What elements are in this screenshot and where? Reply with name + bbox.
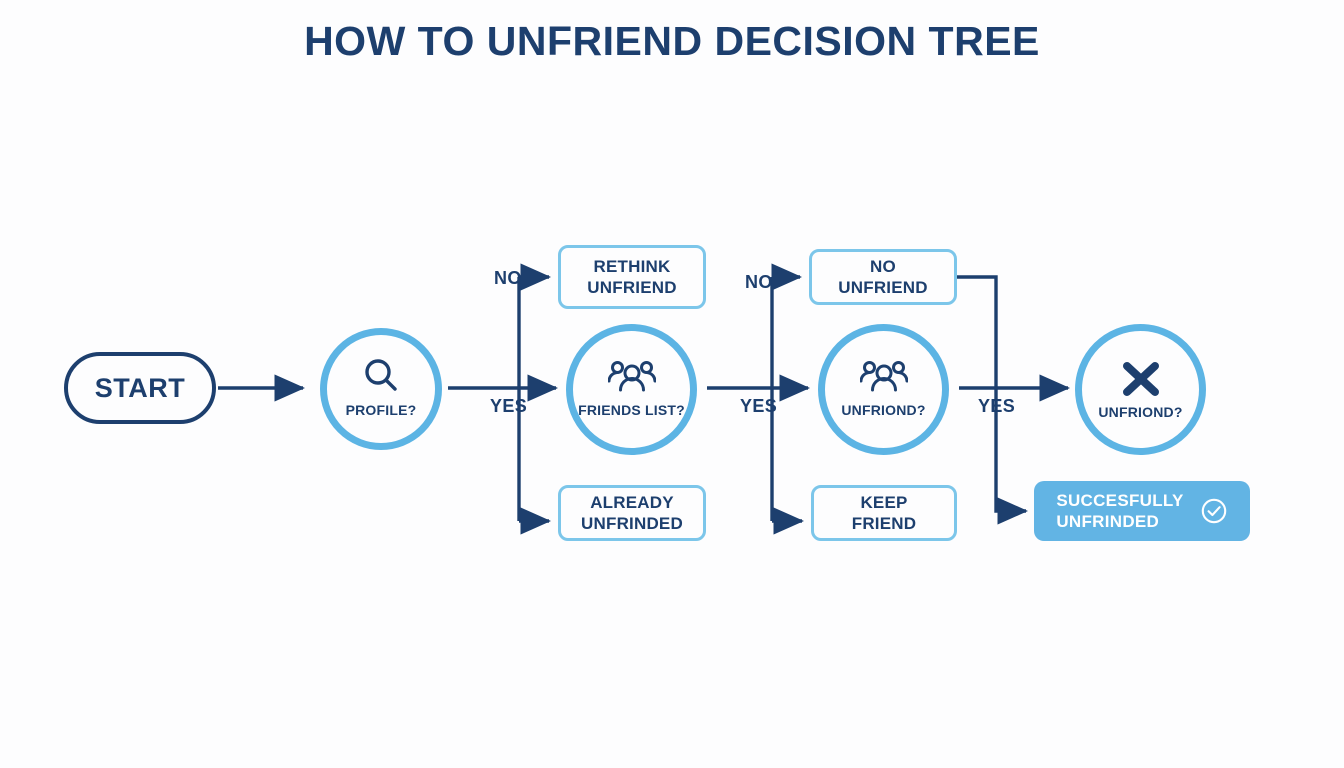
box-no-unfriend-line1: NO [870,256,896,276]
box-rethink-unfriend[interactable]: RETHINK UNFRIEND [558,245,706,309]
node-unfriond-people-label: UNFRIOND? [841,402,926,418]
people-group-icon [859,357,908,397]
start-label: START [94,372,186,403]
box-succesfully-unfrinded[interactable]: SUCCESFULLY UNFRINDED [1034,481,1250,541]
box-no-unfriend-line2: UNFRIEND [838,278,928,297]
box-rethink-unfriend-line1: RETHINK [593,256,671,276]
edge-nounfriend-to-success [957,275,1029,525]
people-group-icon [607,357,656,397]
check-circle-icon [1200,497,1228,525]
box-keep-friend[interactable]: KEEP FRIEND [811,485,957,541]
box-succesfully-line2: UNFRINDED [1056,512,1160,531]
edge-label-yes-3: YES [978,396,1016,416]
box-succesfully-line1: SUCCESFULLY [1056,490,1184,510]
edge-label-no-1: NO [494,268,522,288]
box-rethink-unfriend-line2: UNFRIEND [587,278,677,297]
edge-label-no-2: NO [745,272,773,292]
node-profile[interactable]: PROFILE? [320,328,442,450]
magnifier-icon [360,355,402,397]
box-no-unfriend[interactable]: NO UNFRIEND [809,249,957,305]
node-friends-list[interactable]: FRIENDS LIST? [566,324,697,455]
node-unfriond-x-label: UNFRIOND? [1098,403,1183,420]
edge-label-yes-2: YES [740,396,778,416]
box-already-unfrinded-line1: ALREADY [590,492,674,512]
cross-x-icon [1118,358,1164,400]
edge-label-yes-1: YES [490,396,528,416]
node-unfriond-x[interactable]: UNFRIOND? [1075,324,1206,455]
page-title: HOW TO UNFRIEND DECISION TREE [304,18,1040,64]
node-profile-label: PROFILE? [345,401,417,418]
box-already-unfrinded-line2: UNFRINDED [581,514,683,533]
start-node[interactable]: START [64,352,216,424]
box-keep-friend-line2: FRIEND [851,514,917,533]
box-already-unfrinded[interactable]: ALREADY UNFRINDED [558,485,706,541]
node-unfriond-people[interactable]: UNFRIOND? [818,324,949,455]
node-friends-list-label: FRIENDS LIST? [578,402,685,418]
box-keep-friend-line1: KEEP [860,492,908,512]
